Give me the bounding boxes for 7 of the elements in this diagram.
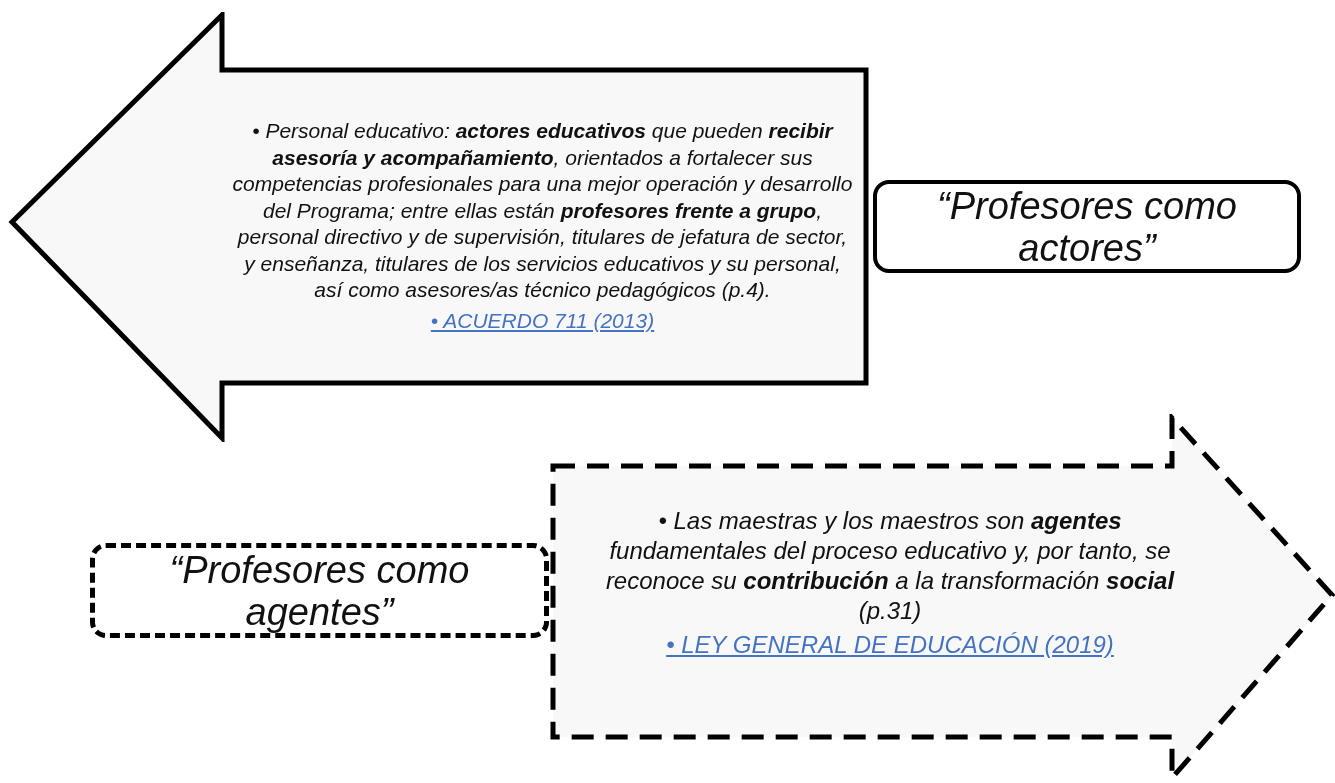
rounded-label-box: “Profesores como agentes” xyxy=(90,543,549,638)
reference-link: • LEY GENERAL DE EDUCACIÓN (2019) xyxy=(665,630,1115,660)
body-text: • Personal educativo: actores educativos que pueden recibir asesoría y acompañamiento, orientados a fortalecer sus competencias profesionales para una mejor operación y desarrollo del Programa; entre ellas están profesores frente a grupo, personal directivo y de supervisión, titulares de jefatura de sector, y enseñanza, titulares de los servicios educativos y su personal, así como asesores/as técnico pedagógicos (p.4). xyxy=(231,118,854,303)
rounded-label-box: “Profesores como actores” xyxy=(873,180,1301,273)
body-text: • Las maestras y los maestros son agentes fundamentales del proceso educativo y, por tanto, se reconoce su contribución a la transformación social (p.31) xyxy=(604,506,1176,626)
block-arrow xyxy=(8,12,870,442)
reference-link: • ACUERDO 711 (2013) xyxy=(429,308,656,334)
